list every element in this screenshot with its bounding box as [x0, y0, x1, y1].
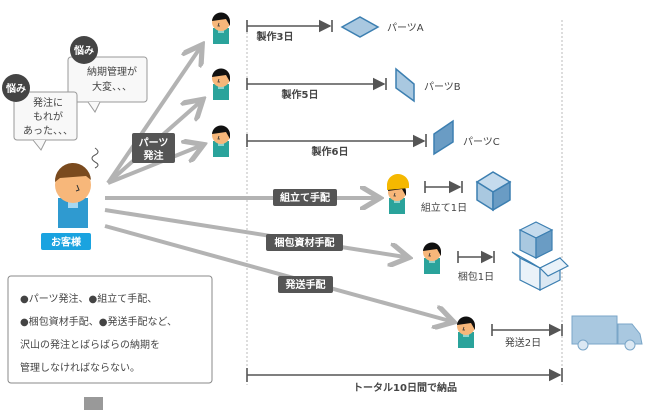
- worry-squiggle-icon: [91, 147, 99, 169]
- delivery-truck-icon: [571, 315, 643, 351]
- svg-text:あった、、、: あった、、、: [23, 125, 73, 137]
- total-duration: トータル10日間で納品: [353, 381, 457, 394]
- part-c-bar: [246, 134, 427, 148]
- shipping-bar: [491, 323, 563, 337]
- note-line-4: 管理しなければならない。: [20, 361, 140, 374]
- worker-part-c: [211, 125, 231, 158]
- note-line-1: ●パーツ発注、●組立て手配、: [20, 292, 157, 305]
- worry-bubble-schedule: 悩み 納期管理が 大変、、、: [67, 36, 148, 113]
- worker-part-a: [211, 12, 231, 45]
- part-a-duration: 製作3日: [256, 30, 294, 43]
- part-b-duration: 製作5日: [281, 88, 319, 101]
- worry-badge: [2, 74, 30, 102]
- svg-text:発注に: 発注に: [33, 96, 63, 109]
- packing-worker: [422, 242, 442, 275]
- parts-order-label-1: パーツ: [139, 137, 169, 149]
- packing-duration: 梱包1日: [458, 270, 494, 283]
- part-b-panel-icon: [395, 67, 415, 103]
- note-box: [7, 275, 213, 384]
- note-line-3: 沢山の発注とばらばらの納期を: [20, 338, 160, 351]
- customer-label: お客様: [51, 236, 82, 249]
- worker-part-b: [211, 68, 231, 101]
- customer-avatar: [54, 162, 91, 228]
- shipping-label-box: [278, 276, 333, 293]
- packing-label-box: [266, 234, 343, 251]
- parts-order-label-box: [132, 133, 175, 163]
- shipping-label: 発送手配: [285, 278, 326, 291]
- worry-badge: [70, 36, 98, 64]
- shipping-worker: [456, 316, 476, 349]
- arrow-part-a: [106, 48, 200, 185]
- part-c-panel-icon: [433, 119, 454, 156]
- arrow-packing: [104, 208, 405, 257]
- part-b-bar: [246, 77, 387, 91]
- svg-text:もれが: もれが: [33, 110, 63, 123]
- part-b-name: パーツB: [424, 81, 461, 93]
- svg-text:納期管理が: 納期管理が: [87, 65, 137, 78]
- assembly-label-box: [273, 189, 337, 206]
- total-bar: [246, 368, 563, 382]
- assembly-duration: 組立て1日: [421, 201, 467, 214]
- part-c-duration: 製作6日: [311, 145, 349, 158]
- customer-label-box: [41, 233, 91, 250]
- assembly-bar: [424, 180, 463, 194]
- assembly-worker: [386, 173, 409, 215]
- worry-bubble-missed-order: 悩み 発注に もれが あった、、、: [2, 74, 78, 151]
- parts-order-label-2: 発注: [143, 149, 164, 162]
- part-a-bar: [246, 19, 333, 33]
- packing-label: 梱包資材手配: [275, 236, 335, 249]
- note-line-2: ●梱包資材手配、●発送手配など、: [20, 315, 177, 328]
- shipping-duration: 発送2日: [505, 336, 541, 349]
- svg-text:大変、、、: 大変、、、: [92, 80, 132, 93]
- arrow-part-c: [107, 146, 200, 185]
- part-c-name: パーツC: [463, 136, 500, 148]
- packing-bar: [457, 250, 495, 264]
- assembled-cube-icon: [475, 171, 512, 212]
- part-a-name: パーツA: [387, 22, 424, 34]
- part-a-diamond-icon: [340, 16, 380, 38]
- packing-box-icon: [511, 221, 570, 291]
- svg-text:悩み: 悩み: [73, 44, 94, 57]
- assembly-label: 組立て手配: [280, 191, 330, 204]
- svg-text:悩み: 悩み: [5, 82, 26, 95]
- arrow-shipping: [104, 224, 450, 321]
- gray-marker: [84, 397, 103, 410]
